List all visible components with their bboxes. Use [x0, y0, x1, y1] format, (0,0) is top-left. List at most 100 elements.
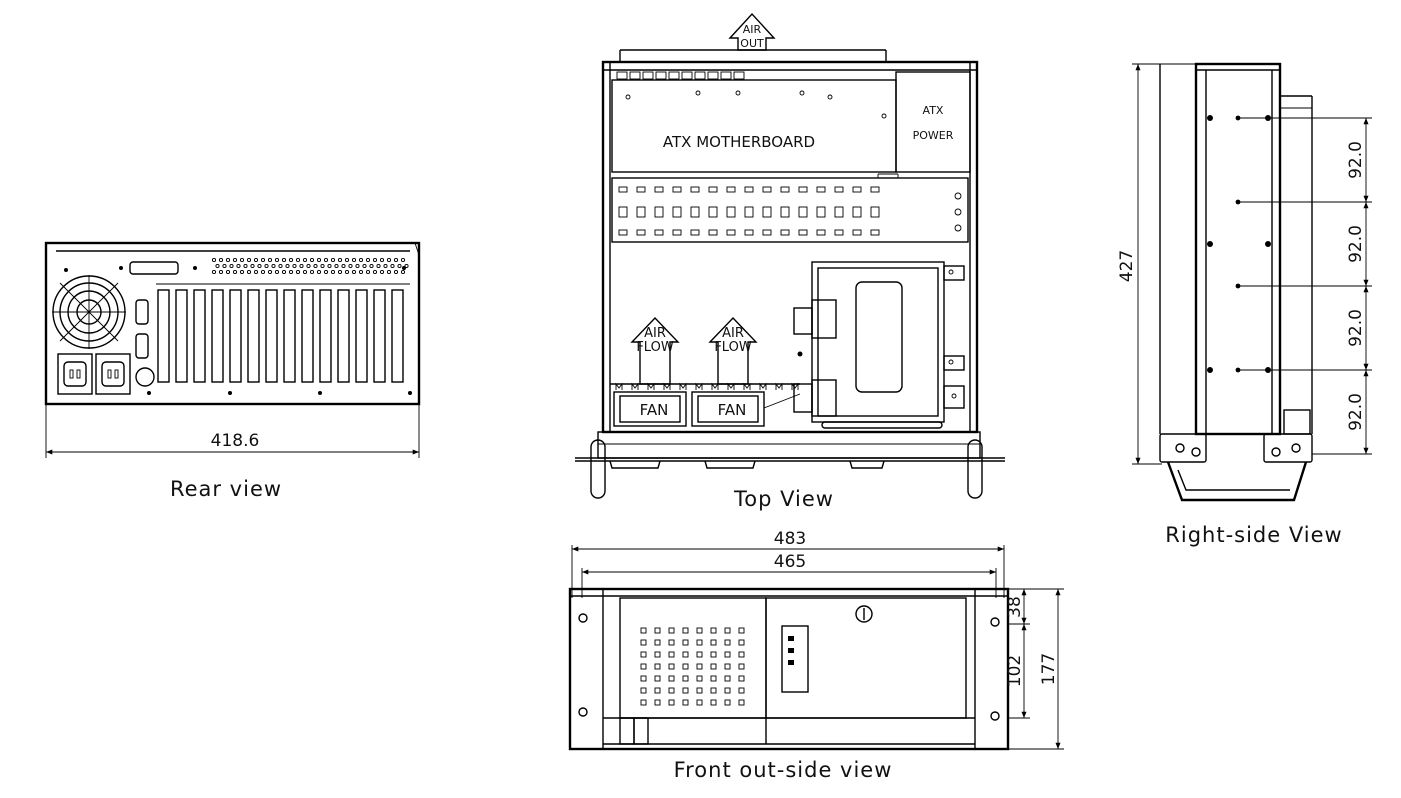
slot-cover — [391, 289, 404, 383]
vent-hole — [229, 263, 234, 269]
vent-hole — [376, 263, 381, 269]
lock-icon — [855, 605, 873, 623]
slot-cover — [373, 289, 386, 383]
slot-clip — [654, 229, 664, 236]
vent-hole — [668, 699, 675, 706]
front-vent-grill — [640, 627, 745, 706]
right-side-view: 427 92.0 92.0 92.0 92.0 — [1117, 62, 1372, 547]
airflow-arrow-1: AIR FLOW — [630, 316, 680, 385]
rail-mark — [679, 382, 687, 390]
rail-mark — [647, 382, 655, 390]
slot-clip — [618, 186, 628, 193]
vent-hole — [724, 687, 731, 694]
vent-hole — [710, 639, 717, 646]
vent-hole — [330, 269, 336, 275]
vent-hole — [724, 651, 731, 658]
io-port — [720, 71, 732, 80]
vent-hole — [253, 257, 259, 263]
drive-cage — [793, 261, 965, 429]
vent-hole — [323, 257, 329, 263]
vent-hole — [264, 263, 269, 269]
slot-clip — [834, 229, 844, 236]
vent-hole — [323, 269, 329, 275]
vent-hole — [302, 257, 308, 263]
vent-hole — [386, 269, 392, 275]
io-port — [694, 71, 706, 80]
vent-hole — [738, 639, 745, 646]
vent-hole — [281, 269, 287, 275]
rear-view: 418.6 Rear view — [44, 241, 421, 501]
parallel-port — [129, 261, 179, 275]
vent-hole — [232, 257, 238, 263]
slot-clip — [636, 229, 646, 236]
vent-hole — [710, 627, 717, 634]
vent-hole — [344, 257, 350, 263]
svg-text:AIR: AIR — [743, 23, 762, 36]
slot-clip — [834, 206, 844, 218]
fan-2: FAN — [691, 391, 765, 427]
slot-clip — [636, 206, 646, 218]
vent-hole — [222, 263, 227, 269]
slot-cover — [265, 289, 278, 383]
pitch-dimension-1: 92.0 — [1346, 141, 1366, 179]
rear-view-caption: Rear view — [170, 477, 282, 501]
atx-motherboard-label: ATX MOTHERBOARD — [663, 133, 815, 151]
vent-hole — [654, 663, 661, 670]
vent-hole — [306, 263, 311, 269]
vent-hole — [738, 663, 745, 670]
vent-hole — [260, 269, 266, 275]
vent-hole — [682, 627, 689, 634]
vent-hole — [682, 639, 689, 646]
slot-clip — [798, 229, 808, 236]
slot-cover — [175, 289, 188, 383]
io-port — [733, 71, 745, 80]
front-width-inner: 465 — [774, 552, 806, 572]
power-sockets — [57, 353, 131, 395]
vent-hole — [696, 627, 703, 634]
slot-cover — [157, 289, 170, 383]
vent-hole — [274, 257, 280, 263]
vent-hole — [379, 269, 385, 275]
slot-clip — [744, 229, 754, 236]
pitch-dimension-4: 92.0 — [1346, 393, 1366, 431]
io-port — [655, 71, 667, 80]
rail-mark — [727, 382, 735, 390]
front-height-small: 38 — [1005, 596, 1025, 618]
vent-hole — [738, 675, 745, 682]
front-panel-outline — [568, 587, 1010, 751]
slot-clip — [852, 229, 862, 236]
vent-hole — [288, 269, 294, 275]
slot-cover — [337, 289, 350, 383]
front-view: 483 465 38 102 — [568, 529, 1064, 782]
vent-hole — [271, 263, 276, 269]
vent-hole — [393, 269, 399, 275]
air-out-arrow: AIR OUT — [728, 12, 776, 51]
vent-hole — [696, 675, 703, 682]
vent-hole — [668, 687, 675, 694]
vent-hole — [337, 269, 343, 275]
vent-hole — [640, 639, 647, 646]
vent-hole — [393, 257, 399, 263]
vent-hole — [640, 675, 647, 682]
vent-hole — [278, 263, 283, 269]
vent-hole — [348, 263, 353, 269]
slot-clip — [816, 206, 826, 218]
vent-hole — [313, 263, 318, 269]
slot-clip — [798, 206, 808, 218]
slot-clip — [708, 186, 718, 193]
vent-hole — [654, 651, 661, 658]
vent-hole — [250, 263, 255, 269]
slot-clip — [780, 206, 790, 218]
vent-hole — [257, 263, 262, 269]
vent-hole — [295, 257, 301, 263]
depth-dimension: 427 — [1117, 250, 1137, 282]
vent-hole — [362, 263, 367, 269]
atx-power — [895, 71, 971, 173]
slot-clip — [726, 229, 736, 236]
airflow-arrow-2: AIR FLOW — [708, 316, 758, 385]
vent-hole — [640, 663, 647, 670]
rail-mark — [695, 382, 703, 390]
slot-cover — [283, 289, 296, 383]
fan-1: FAN — [613, 391, 687, 427]
vent-hole — [285, 263, 290, 269]
